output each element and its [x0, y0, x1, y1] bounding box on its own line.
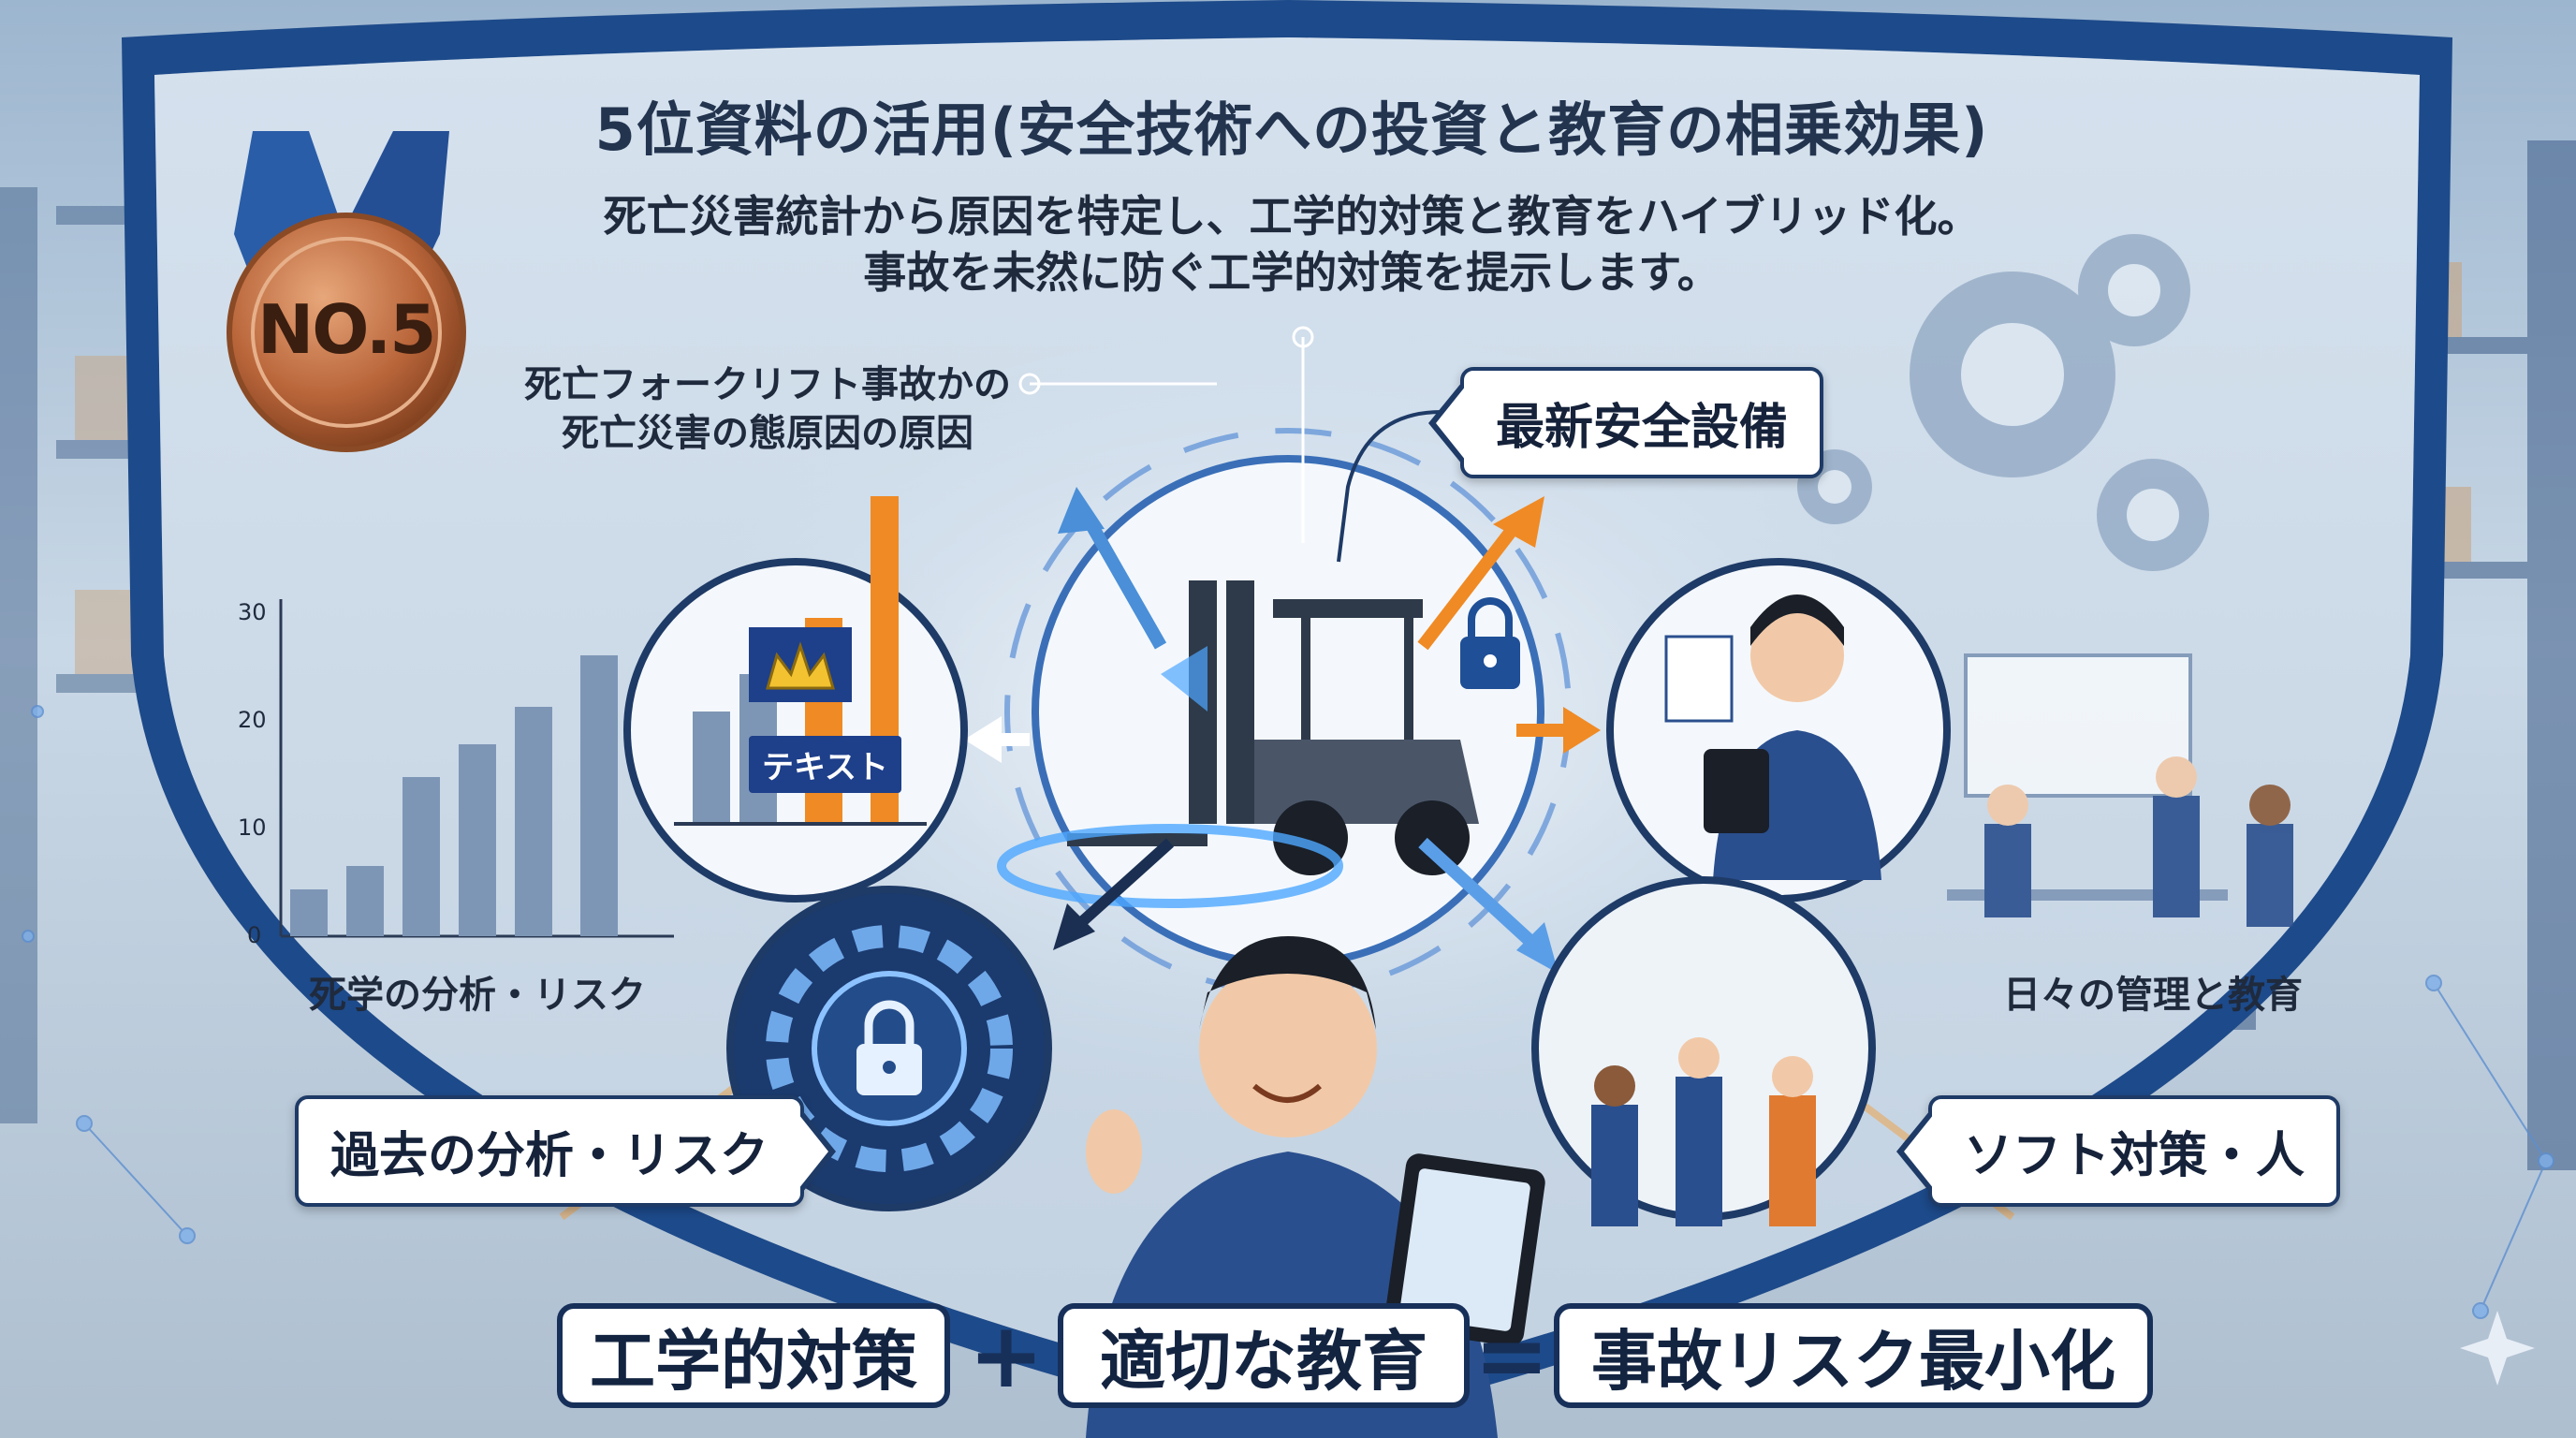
- safety-equipment-tag: 最新安全設備: [1460, 367, 1824, 478]
- chart-bar: [459, 744, 496, 936]
- chart-bar: [290, 889, 328, 936]
- inspector-illustration: [1664, 594, 1881, 880]
- lock-icon: [1460, 597, 1520, 689]
- soft-measures-tag: ソフト対策・人: [1928, 1095, 2341, 1207]
- gear-icon: [1797, 234, 2209, 571]
- chart-caption: 死学の分析・リスク: [309, 974, 646, 1017]
- workers-illustration: [1591, 1037, 1816, 1226]
- y-tick-label: 10: [238, 814, 267, 841]
- chart-bar: [346, 866, 384, 936]
- tablet-icon: [1704, 749, 1769, 833]
- formula-result: 事故リスク最小化: [1554, 1303, 2153, 1408]
- page-title: 5位資料の活用(安全技術への投資と教育の相乗効果): [594, 95, 1989, 164]
- y-tick-label: 0: [247, 922, 262, 948]
- cause-label-line-1: 死亡フォークリフト事故かの: [524, 363, 1011, 406]
- formula-term-engineering: 工学的対策: [557, 1303, 950, 1408]
- network-decoration: [22, 705, 2554, 1319]
- cause-label-line-2: 死亡災害の態原因の原因: [562, 412, 973, 455]
- chart-bar: [580, 655, 618, 936]
- text-chip: テキスト: [749, 736, 901, 793]
- subtitle-line-1: 死亡災害統計から原因を特定し、工学的対策と教育をハイブリッド化。: [603, 191, 1981, 242]
- forklift-icon: [997, 580, 1479, 908]
- plus-sign: +: [968, 1303, 1045, 1408]
- meeting-illustration: [1947, 653, 2293, 927]
- sparkle-icon: [2460, 1311, 2535, 1386]
- past-analysis-tag: 過去の分析・リスク: [295, 1095, 805, 1207]
- medal-icon: [227, 131, 466, 452]
- chart-bar: [402, 777, 440, 936]
- crown-icon: [766, 641, 835, 690]
- y-tick-label: 20: [238, 707, 267, 733]
- subtitle-line-2: 事故を未然に防ぐ工学的対策を提示します。: [863, 247, 1720, 298]
- chart-bar: [515, 707, 552, 936]
- management-label: 日々の管理と教育: [2003, 974, 2303, 1017]
- gear-lock-icon: [766, 925, 1013, 1172]
- risk-bar-chart: [279, 599, 674, 938]
- equals-sign: =: [1473, 1303, 1550, 1408]
- formula-term-education: 適切な教育: [1058, 1303, 1470, 1408]
- rank-badge: NO.5: [257, 290, 436, 369]
- arrows: [964, 487, 1601, 974]
- y-tick-label: 30: [238, 599, 267, 625]
